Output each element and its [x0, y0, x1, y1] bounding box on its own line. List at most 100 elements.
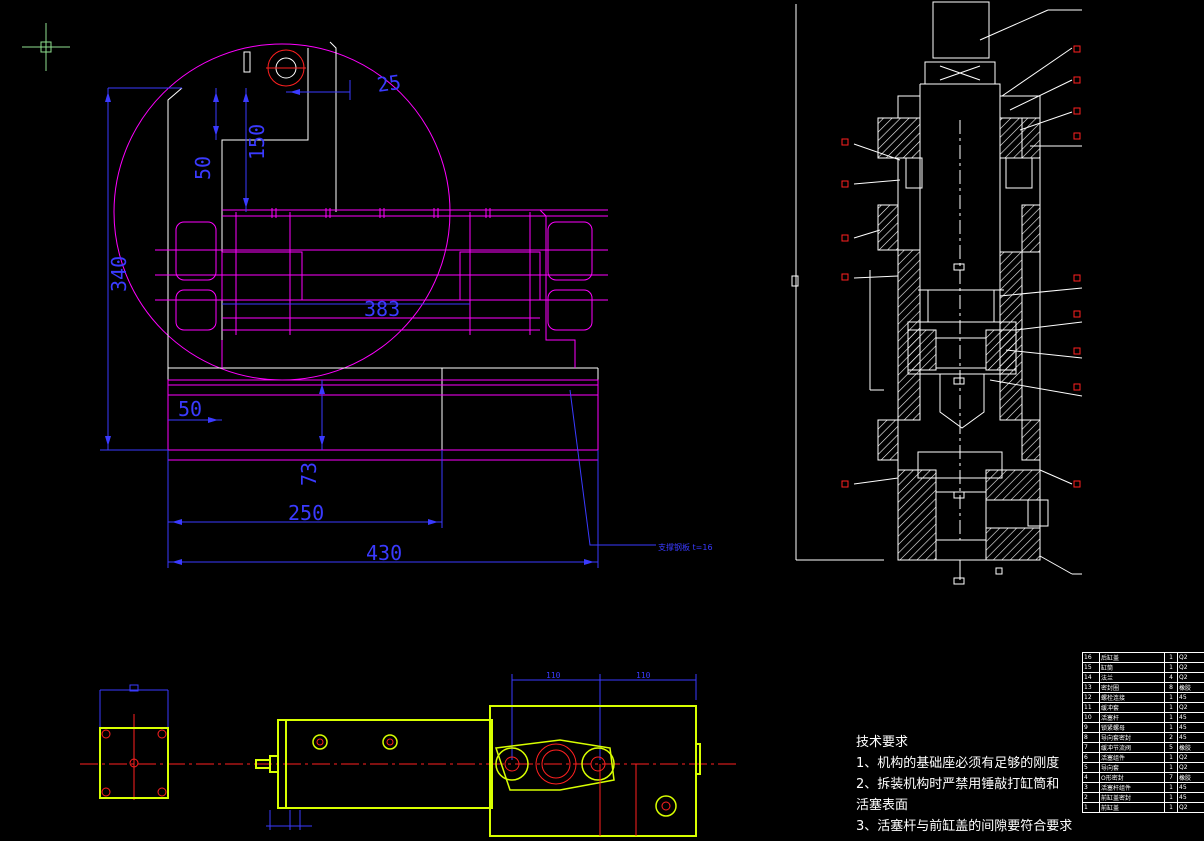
cad-crosshair-cursor: [22, 23, 70, 71]
bom-cell-name: 活塞杆组件: [1099, 782, 1165, 793]
bom-cell-no: 6: [1082, 752, 1100, 763]
dim-340: 340: [107, 256, 131, 292]
bom-cell-qty: 1: [1164, 712, 1178, 723]
bom-cell-qty: 4: [1164, 672, 1178, 683]
bom-cell-mat: 45: [1177, 732, 1204, 743]
bom-cell-name: O形密封: [1099, 772, 1165, 783]
bom-cell-mat: Q2: [1177, 702, 1204, 713]
bom-cell-mat: 45: [1177, 712, 1204, 723]
dim-50-vertical: 50: [191, 156, 215, 180]
tech-item-2: 2、拆装机构时严禁用锤敲打缸筒和: [856, 777, 1060, 792]
tech-item-3: 3、活塞杆与前缸盖的间隙要符合要求: [856, 819, 1073, 834]
bom-cell-name: 前缸盖密封: [1099, 792, 1165, 803]
bom-cell-qty: 1: [1164, 802, 1178, 813]
bom-cell-mat: 橡胶: [1177, 772, 1204, 783]
bom-cell-no: 7: [1082, 742, 1100, 753]
bom-cell-name: 缓冲套: [1099, 702, 1165, 713]
bom-cell-no: 15: [1082, 662, 1100, 673]
bom-cell-qty: 1: [1164, 762, 1178, 773]
bom-cell-name: 法兰: [1099, 672, 1165, 683]
dim-bottom-left: 110: [546, 671, 561, 680]
tech-item-2-cont: 活塞表面: [856, 798, 909, 813]
bom-cell-qty: 1: [1164, 792, 1178, 803]
bom-cell-name: 螺栓连接: [1099, 692, 1165, 703]
bom-cell-no: 10: [1082, 712, 1100, 723]
bom-cell-name: 后缸盖: [1099, 652, 1165, 663]
bom-cell-qty: 1: [1164, 662, 1178, 673]
bom-cell-qty: 1: [1164, 722, 1178, 733]
bom-cell-qty: 8: [1164, 682, 1178, 693]
tech-item-1: 1、机构的基础座必须有足够的刚度: [856, 756, 1060, 771]
bom-cell-name: 前缸盖: [1099, 802, 1165, 813]
tech-title: 技术要求: [856, 735, 909, 750]
pivot-pin-icon: [243, 49, 306, 87]
bom-cell-name: 缓冲节流阀: [1099, 742, 1165, 753]
bom-cell-name: 活塞组件: [1099, 752, 1165, 763]
bom-cell-name: 密封圈: [1099, 682, 1165, 693]
bom-cell-mat: 45: [1177, 722, 1204, 733]
bom-cell-no: 1: [1082, 802, 1100, 813]
technical-requirements: 技术要求 1、机构的基础座必须有足够的刚度 2、拆装机构时严禁用锤敲打缸筒和 活…: [856, 732, 1072, 837]
bom-cell-no: 3: [1082, 782, 1100, 793]
bom-cell-no: 13: [1082, 682, 1100, 693]
bom-cell-no: 2: [1082, 792, 1100, 803]
dim-430: 430: [366, 541, 402, 565]
bom-cell-mat: 橡胶: [1177, 742, 1204, 753]
bom-cell-qty: 7: [1164, 772, 1178, 783]
cylinder-plan-view: 110 110: [80, 671, 740, 837]
bom-cell-no: 4: [1082, 772, 1100, 783]
dim-150: 150: [245, 124, 269, 160]
bom-cell-name: 导向套: [1099, 762, 1165, 773]
bom-cell-no: 8: [1082, 732, 1100, 743]
bom-cell-mat: Q2: [1177, 802, 1204, 813]
bom-cell-mat: 45: [1177, 782, 1204, 793]
dim-50-horizontal: 50: [178, 397, 202, 421]
dim-73: 73: [297, 462, 321, 486]
leader-note: 支撑钢板 t=16: [658, 542, 713, 552]
bom-cell-no: 11: [1082, 702, 1100, 713]
bom-cell-mat: 45: [1177, 792, 1204, 803]
dim-383: 383: [364, 297, 400, 321]
bom-cell-name: 缸筒: [1099, 662, 1165, 673]
cylinder-section-view: [791, 1, 1083, 585]
bom-cell-qty: 5: [1164, 742, 1178, 753]
bom-cell-no: 9: [1082, 722, 1100, 733]
dim-250: 250: [288, 501, 324, 525]
dim-bottom-right: 110: [636, 671, 651, 680]
bom-cell-mat: Q2: [1177, 752, 1204, 763]
bom-cell-qty: 1: [1164, 752, 1178, 763]
bom-cell-mat: Q2: [1177, 652, 1204, 663]
bom-cell-qty: 1: [1164, 702, 1178, 713]
bom-cell-mat: Q2: [1177, 672, 1204, 683]
bom-cell-qty: 1: [1164, 652, 1178, 663]
bom-cell-mat: Q2: [1177, 762, 1204, 773]
bom-cell-qty: 2: [1164, 732, 1178, 743]
dim-25: 25: [375, 70, 402, 97]
bom-cell-no: 5: [1082, 762, 1100, 773]
bom-cell-no: 16: [1082, 652, 1100, 663]
base-support-view: 25 150 50 340 383 50 73 250 430 支撑钢板 t=1…: [100, 41, 713, 568]
bom-cell-name: 锁紧螺母: [1099, 722, 1165, 733]
bom-cell-no: 12: [1082, 692, 1100, 703]
bom-cell-name: 活塞杆: [1099, 712, 1165, 723]
bom-cell-mat: 橡胶: [1177, 682, 1204, 693]
bom-cell-mat: 45: [1177, 692, 1204, 703]
bom-cell-mat: Q2: [1177, 662, 1204, 673]
